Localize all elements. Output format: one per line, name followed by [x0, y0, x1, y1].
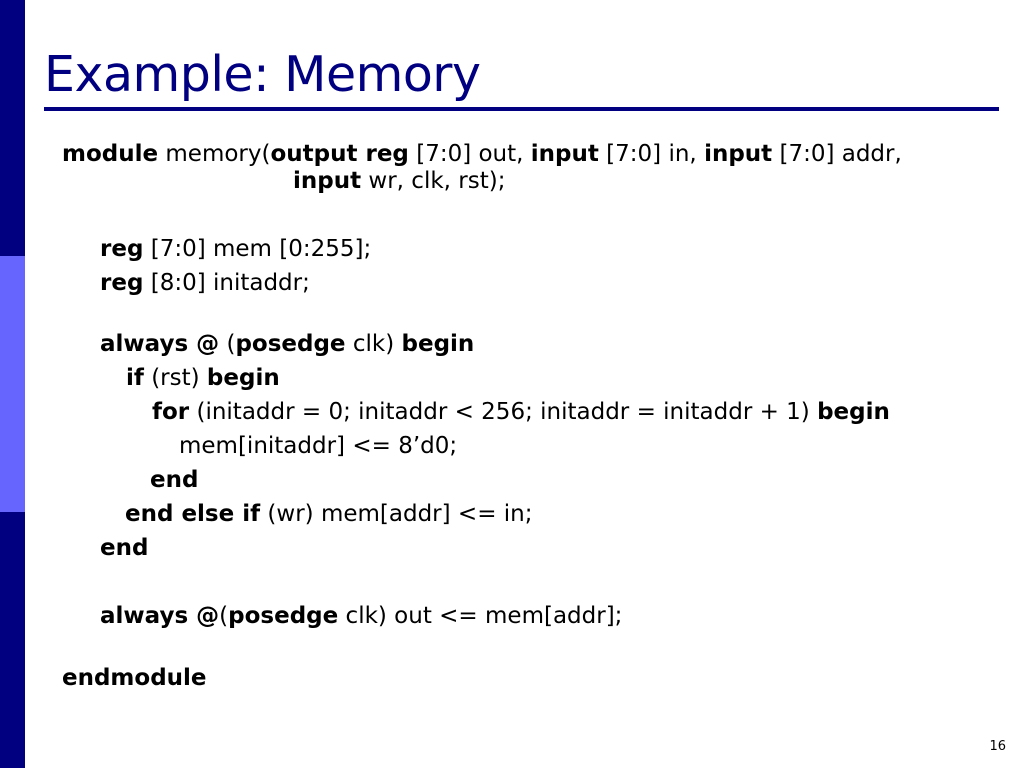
- code-text: [7:0] out,: [408, 141, 531, 167]
- code-line-mem-declaration: reg [7:0] mem [0:255];: [100, 234, 371, 264]
- code-line-module-ports-continued: input wr, clk, rst);: [293, 166, 505, 196]
- keyword: always @: [100, 331, 220, 357]
- code-text: mem[initaddr] <= 8’d0;: [179, 433, 458, 459]
- title-underline-rule: [44, 107, 999, 111]
- sidebar-light-middle-block: [0, 256, 25, 512]
- code-line-mem-reset: mem[initaddr] <= 8’d0;: [179, 431, 457, 461]
- keyword: begin: [401, 331, 475, 357]
- code-text: (rst): [143, 365, 207, 391]
- keyword: always @: [100, 603, 220, 629]
- code-line-always-begin: always @ (posedge clk) begin: [100, 329, 474, 359]
- code-text: (wr) mem[addr] <= in;: [260, 501, 533, 527]
- code-line-endmodule: endmodule: [62, 663, 207, 693]
- keyword: endmodule: [62, 665, 207, 691]
- keyword: input: [293, 168, 362, 194]
- code-text: wr, clk, rst);: [361, 168, 506, 194]
- keyword: end else if: [125, 501, 261, 527]
- keyword: posedge: [235, 331, 346, 357]
- page-number: 16: [989, 739, 1006, 754]
- keyword: input: [704, 141, 773, 167]
- keyword: if: [126, 365, 144, 391]
- code-line-for-loop: for (initaddr = 0; initaddr < 256; inita…: [152, 397, 890, 427]
- code-line-if-rst: if (rst) begin: [126, 363, 280, 393]
- code-line-end-for: end: [150, 465, 198, 495]
- keyword: reg: [100, 270, 144, 296]
- code-text: (: [219, 603, 229, 629]
- code-text: (: [219, 331, 236, 357]
- keyword: end: [150, 467, 199, 493]
- code-text: memory(: [158, 141, 271, 167]
- keyword: begin: [817, 399, 890, 425]
- code-text: clk): [345, 331, 402, 357]
- keyword: posedge: [228, 603, 339, 629]
- code-line-read-always: always @(posedge clk) out <= mem[addr];: [100, 601, 622, 631]
- slide-title: Example: Memory: [44, 46, 481, 103]
- code-line-else-if-wr: end else if (wr) mem[addr] <= in;: [125, 499, 533, 529]
- keyword: module: [62, 141, 159, 167]
- keyword: output reg: [270, 141, 409, 167]
- keyword: end: [100, 535, 149, 561]
- code-text: [7:0] in,: [598, 141, 705, 167]
- code-text: (initaddr = 0; initaddr < 256; initaddr …: [189, 399, 818, 425]
- code-text: [8:0] initaddr;: [143, 270, 310, 296]
- keyword: reg: [100, 236, 144, 262]
- code-text: clk) out <= mem[addr];: [338, 603, 623, 629]
- code-line-initaddr-declaration: reg [8:0] initaddr;: [100, 268, 310, 298]
- sidebar-dark-bottom-block: [0, 512, 25, 768]
- code-line-module-declaration: module memory(output reg [7:0] out, inpu…: [62, 139, 902, 169]
- code-text: [7:0] mem [0:255];: [143, 236, 372, 262]
- sidebar-dark-top-block: [0, 0, 25, 256]
- keyword: begin: [206, 365, 280, 391]
- keyword: for: [152, 399, 190, 425]
- code-text: [7:0] addr,: [772, 141, 902, 167]
- keyword: input: [530, 141, 599, 167]
- code-line-end-always: end: [100, 533, 148, 563]
